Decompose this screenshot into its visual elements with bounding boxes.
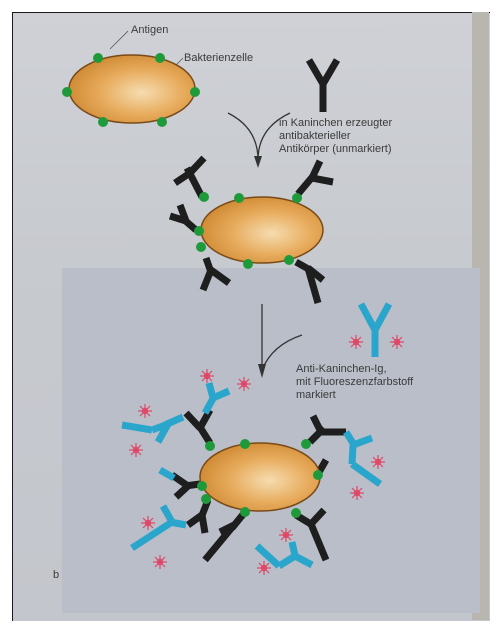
antigen-dot — [194, 226, 204, 236]
antigen-dot — [313, 470, 323, 480]
antigen-dot — [197, 481, 207, 491]
panel-letter: b — [53, 569, 59, 581]
secondary-antibody-bound — [343, 430, 383, 487]
antigen-dot — [196, 242, 206, 252]
antigen-dot — [157, 117, 167, 127]
primary-antibody-label-3: Antikörper (unmarkiert) — [279, 143, 391, 155]
antigen-dot — [234, 193, 244, 203]
primary-antibody-bound — [295, 159, 334, 197]
fluorophore — [236, 376, 252, 392]
primary-antibody-bound — [173, 155, 207, 199]
primary-antibody-free — [305, 58, 341, 112]
fluorophore — [128, 442, 144, 458]
primary-antibody-bound — [202, 509, 248, 563]
antigen-dot — [205, 441, 215, 451]
antigen-dot — [292, 193, 302, 203]
primary-antibody-bound — [199, 256, 232, 292]
bacterial-cell — [68, 54, 196, 124]
fluorophore — [348, 334, 364, 350]
fluorophore — [199, 368, 215, 384]
secondary-antibody-free — [348, 302, 405, 357]
bacterial-cell-label: Bakterienzelle — [184, 52, 253, 64]
fluorophore — [152, 554, 168, 570]
stage-1-cell-with-antigens: Antigen Bakterienzelle — [62, 24, 253, 127]
primary-antibody-bound — [294, 258, 326, 304]
antigen-dot — [93, 53, 103, 63]
antigen-dot — [62, 87, 72, 97]
secondary-antibody-label-3: markiert — [296, 389, 336, 401]
antigen-dot — [240, 507, 250, 517]
antigen-dot — [301, 439, 311, 449]
antigen-dot — [199, 192, 209, 202]
antigen-dot — [240, 439, 250, 449]
secondary-antibody-bound — [121, 413, 185, 444]
binding-arrow-2-head — [258, 364, 266, 378]
fluorophore — [349, 485, 365, 501]
antigen-dot — [291, 508, 301, 518]
primary-antibody-bound — [183, 408, 214, 445]
primary-antibody-label-1: in Kaninchen erzeugter — [279, 117, 392, 129]
bacterial-cell — [199, 442, 321, 512]
fluorophore — [137, 403, 153, 419]
stage-3-fluorescent-labeled-cell — [121, 368, 386, 576]
antigen-label: Antigen — [131, 24, 168, 36]
primary-antibody-label-2: antibakterieller — [279, 130, 351, 142]
antigen-dot — [243, 259, 253, 269]
primary-antibody-bound — [185, 498, 212, 534]
fluorophore — [278, 527, 294, 543]
fluorophore — [370, 454, 386, 470]
antigen-dot — [190, 87, 200, 97]
antigen-dot — [155, 53, 165, 63]
stage-2-antibody-bound-cell — [168, 155, 334, 304]
secondary-antibody-bound — [201, 382, 231, 415]
antigen-dot — [284, 255, 294, 265]
antigen-leader-line — [109, 30, 129, 50]
binding-arrow-2 — [261, 304, 303, 371]
bacterial-cell — [200, 196, 324, 264]
secondary-antibody-bound — [130, 504, 187, 551]
secondary-antibody-bound — [254, 541, 314, 569]
primary-antibody-bound — [168, 203, 199, 233]
antigen-dot — [201, 494, 211, 504]
secondary-antibody-bound — [158, 466, 176, 482]
fluorophore — [140, 515, 156, 531]
fluorophore — [256, 560, 272, 576]
primary-antibody-bound — [307, 414, 346, 445]
binding-arrow-1-head — [254, 156, 262, 168]
primary-antibody-bound — [170, 472, 201, 500]
fluorophore — [389, 334, 405, 350]
antigen-dot — [98, 117, 108, 127]
primary-antibody-bound — [294, 507, 330, 562]
secondary-antibody-label-1: Anti-Kaninchen-Ig, — [296, 363, 387, 375]
secondary-antibody-label-2: mit Fluoreszenzfarbstoff — [296, 376, 414, 388]
